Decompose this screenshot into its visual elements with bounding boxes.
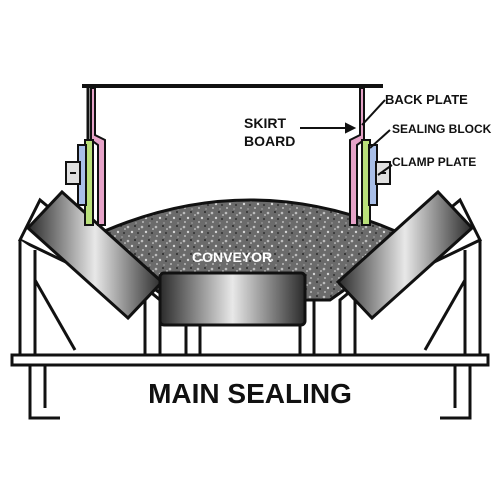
skirt-board-label-line2: BOARD xyxy=(244,133,295,149)
base-frame xyxy=(10,353,490,420)
skirt-board-label-line1: SKIRT xyxy=(244,115,286,131)
right-wing-roller xyxy=(335,189,475,321)
left-skirt-assembly xyxy=(65,87,106,226)
clamp-plate-label: CLAMP PLATE xyxy=(392,155,476,169)
right-skirt-assembly xyxy=(349,87,391,226)
leader-lines xyxy=(300,99,393,176)
center-roller xyxy=(158,271,307,327)
diagram-title: MAIN SEALING xyxy=(148,378,352,409)
back-plate-label: BACK PLATE xyxy=(385,92,468,107)
sealing-block-label: SEALING BLOCK xyxy=(392,122,492,136)
conveyor-label: CONVEYOR xyxy=(192,249,272,265)
